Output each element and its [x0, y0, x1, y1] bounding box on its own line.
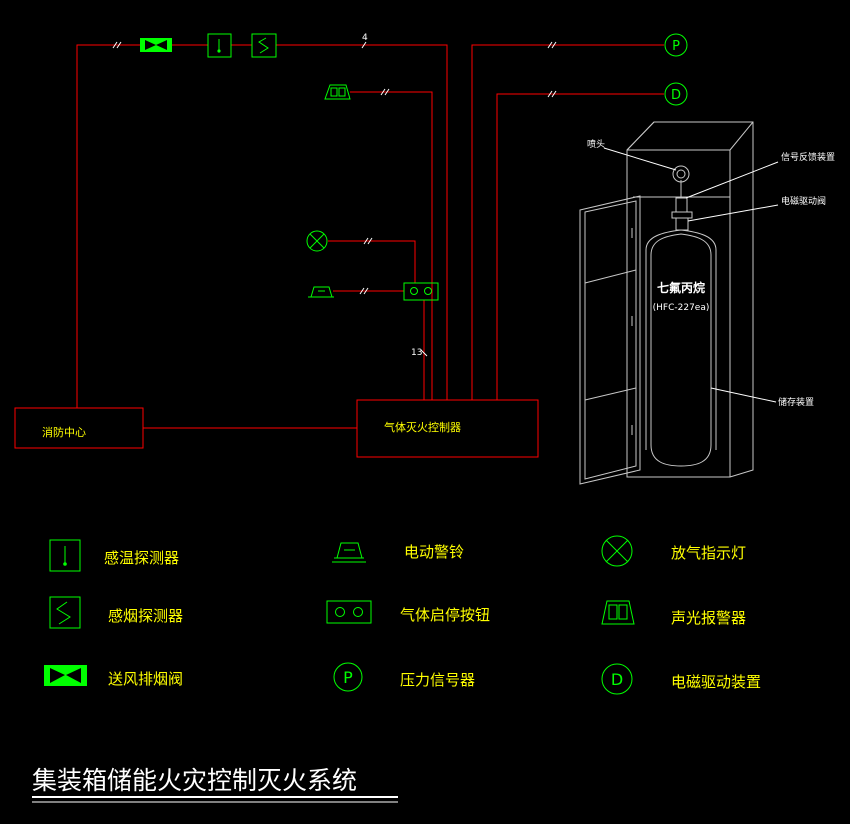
- drive-symbol-letter: D: [671, 88, 681, 103]
- wire-count-top: 4: [362, 33, 368, 43]
- start-stop-button-icon: [403, 282, 439, 301]
- legend-label: 感温探测器: [104, 549, 179, 567]
- start-stop-button-icon: [326, 600, 372, 624]
- legend-label: 压力信号器: [400, 671, 475, 689]
- agent-cylinder: 七氟丙烷 (HFC-227ea): [645, 229, 717, 467]
- storage-label: 储存装置: [778, 396, 814, 408]
- smoke-exhaust-valve-icon: [140, 38, 172, 52]
- electric-bell-icon: [308, 286, 334, 298]
- pressure-signal-icon: P: [664, 33, 688, 57]
- drawing-title: 集装箱储能火灾控制灭火系统: [32, 766, 398, 803]
- legend-label: 感烟探测器: [108, 607, 183, 625]
- legend-item: 气体启停按钮: [326, 600, 490, 624]
- wiring: 4 13: [76, 33, 664, 429]
- legend-item: 感温探测器: [49, 539, 179, 572]
- nozzle-icon: [672, 165, 690, 183]
- legend-label: 电动警铃: [404, 543, 464, 561]
- storage-cabinet: 七氟丙烷 (HFC-227ea) 喷头 信号反馈装置 电磁驱动阀 储存装置: [579, 121, 835, 485]
- heat-detector-icon: [49, 539, 81, 572]
- cylinder-valve-icon: [671, 180, 693, 231]
- legend-item: 放气指示灯: [601, 535, 746, 567]
- solenoid-valve-label: 电磁驱动阀: [781, 195, 826, 207]
- sound-light-alarm-icon: [601, 600, 635, 625]
- sound-light-alarm-icon: [324, 84, 351, 100]
- smoke-exhaust-valve-icon: [44, 665, 87, 686]
- cylinder-agent-label: 七氟丙烷: [657, 280, 705, 295]
- diagram-symbols: P D: [140, 33, 688, 301]
- solenoid-drive-icon: D: [601, 663, 633, 695]
- wire-count-mid: 13: [411, 348, 422, 358]
- legend-label: 放气指示灯: [671, 544, 746, 562]
- signal-feedback-label: 信号反馈装置: [781, 151, 835, 163]
- release-indicator-icon: [306, 230, 328, 252]
- solenoid-drive-icon: D: [664, 82, 688, 106]
- drive-symbol-letter: D: [611, 670, 623, 689]
- gas-controller-box: 气体灭火控制器: [356, 399, 539, 458]
- legend-item: D 电磁驱动装置: [601, 663, 761, 695]
- smoke-detector-icon: [49, 596, 81, 629]
- fire-center-label: 消防中心: [42, 425, 86, 439]
- legend-label: 气体启停按钮: [400, 606, 490, 624]
- legend-item: P 压力信号器: [333, 662, 475, 692]
- legend: 感温探测器 感烟探测器 送风排烟阀 电动警铃: [44, 535, 761, 695]
- release-indicator-icon: [601, 535, 633, 567]
- legend-item: 感烟探测器: [49, 596, 183, 629]
- fire-center-box: 消防中心: [14, 407, 144, 449]
- pressure-signal-icon: P: [333, 662, 363, 692]
- pressure-symbol-letter: P: [672, 39, 680, 54]
- cylinder-agent-code: (HFC-227ea): [653, 303, 710, 313]
- gas-controller-label: 气体灭火控制器: [384, 420, 461, 434]
- legend-label: 声光报警器: [671, 609, 746, 627]
- smoke-detector-icon: [251, 33, 277, 58]
- legend-label: 电磁驱动装置: [671, 673, 761, 691]
- heat-detector-icon: [207, 33, 232, 58]
- title-text: 集装箱储能火灾控制灭火系统: [32, 766, 357, 795]
- legend-item: 送风排烟阀: [44, 665, 183, 688]
- electric-bell-icon: [332, 542, 366, 563]
- legend-label: 送风排烟阀: [108, 670, 183, 688]
- pressure-symbol-letter: P: [343, 668, 353, 687]
- nozzle-label: 喷头: [587, 139, 605, 150]
- legend-item: 电动警铃: [332, 542, 464, 563]
- legend-item: 声光报警器: [601, 600, 746, 627]
